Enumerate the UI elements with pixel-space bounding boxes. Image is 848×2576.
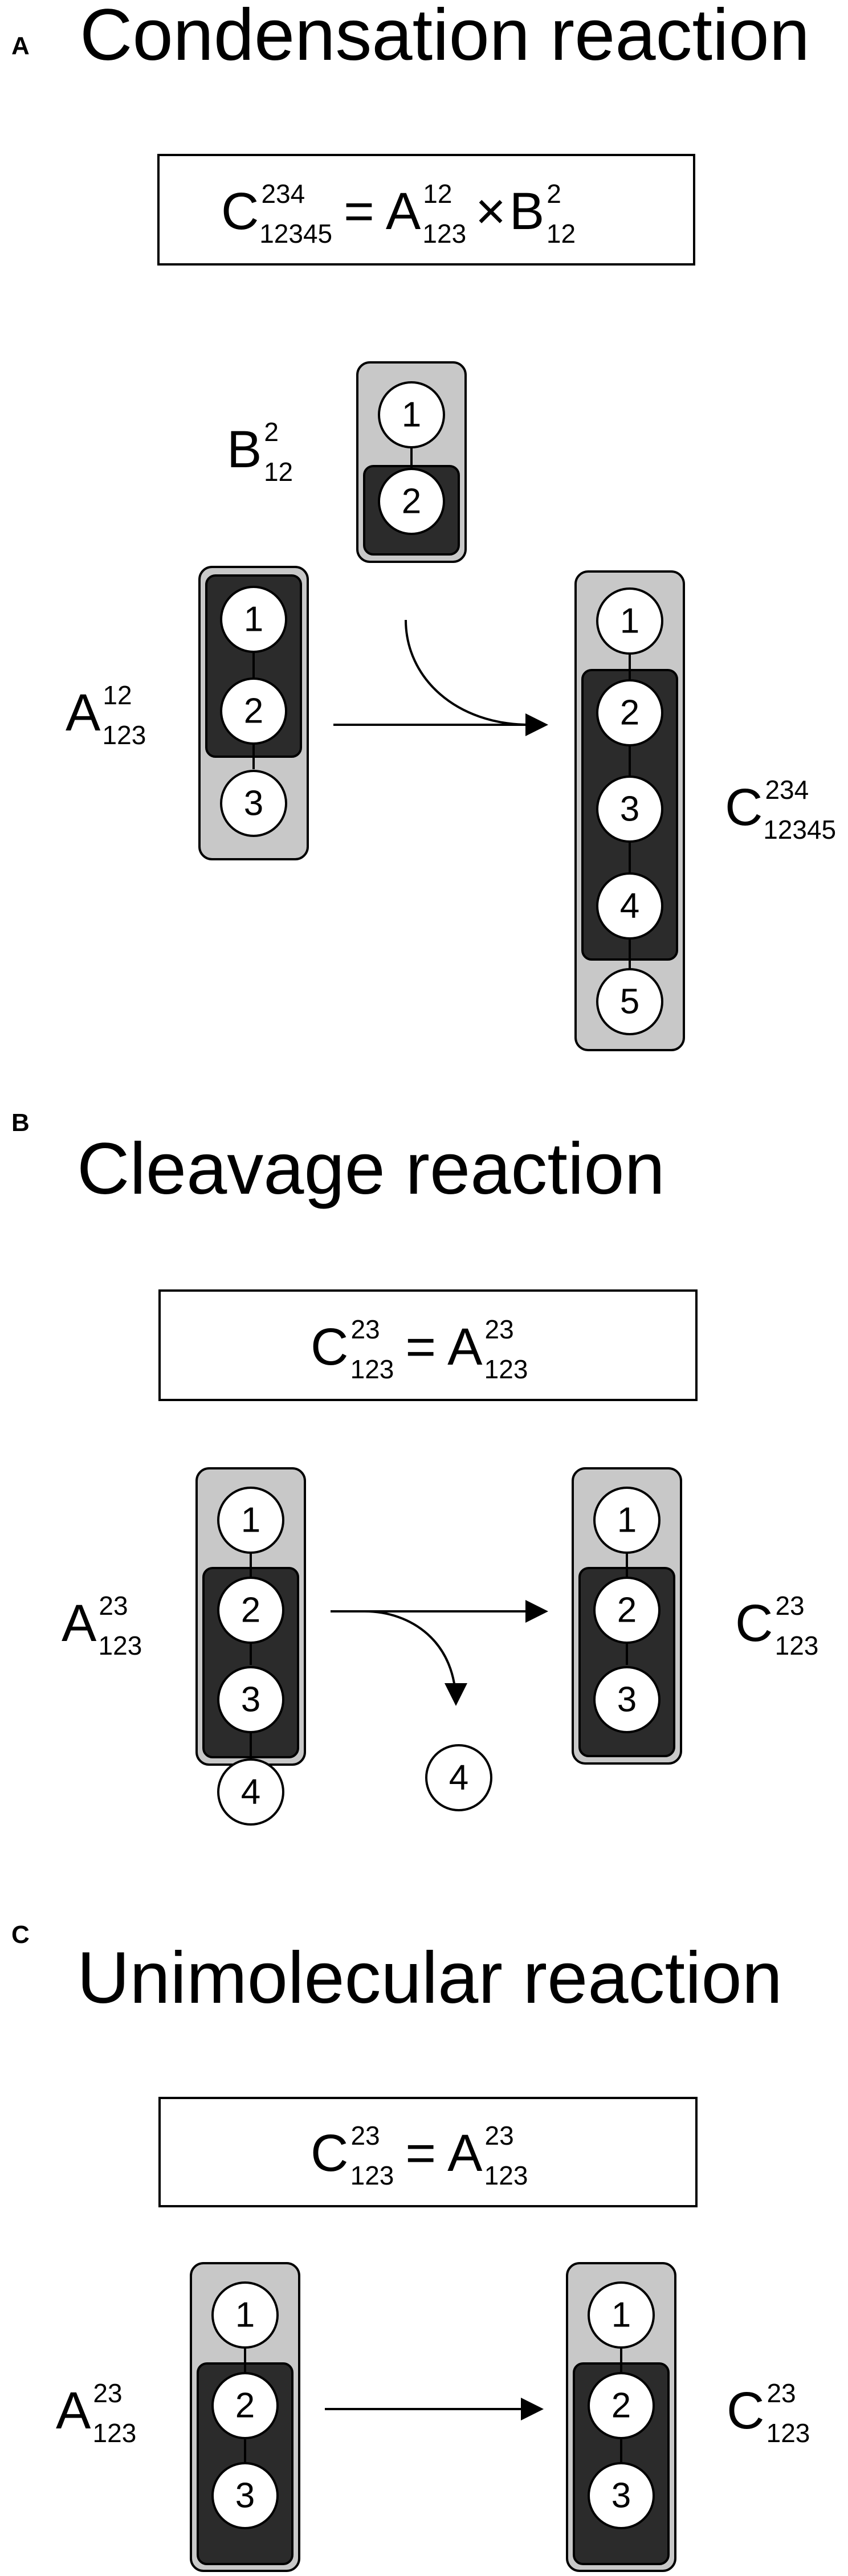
monomer-label: 3 [235, 2476, 255, 2516]
panel-letter-b: B [11, 1109, 30, 1137]
monomer-node [220, 586, 287, 653]
monomer-node [596, 679, 663, 746]
monomer-label: 2 [235, 2386, 255, 2426]
monomer-label: 1 [402, 395, 421, 435]
released-monomer-node [425, 1744, 492, 1811]
panel-letter-c: C [11, 1921, 30, 1949]
monomer-label: 3 [244, 784, 263, 823]
monomer-label: 1 [235, 2296, 255, 2335]
monomer-label: 4 [620, 887, 639, 926]
panel-title-a: Condensation reaction [80, 0, 810, 76]
molecule-a-c: 1 2 3 [190, 2262, 300, 2572]
monomer-label: 2 [611, 2386, 631, 2426]
monomer-node [211, 2372, 279, 2439]
monomer-node [220, 770, 287, 837]
monomer-node [217, 1577, 284, 1644]
release-arrow [364, 1610, 467, 1706]
monomer-node [593, 1577, 661, 1644]
monomer-node [211, 2462, 279, 2529]
monomer-label: 1 [620, 602, 639, 641]
monomer-label: 2 [244, 692, 263, 731]
monomer-label: 2 [402, 482, 421, 521]
monomer-label: 2 [617, 1591, 637, 1630]
molecule-a-a: 1 2 3 [198, 566, 309, 860]
joining-arrow [405, 619, 531, 726]
monomer-node [211, 2281, 279, 2349]
monomer-node [596, 968, 663, 1035]
monomer-label: 3 [241, 1680, 260, 1720]
monomer-label: 2 [241, 1591, 260, 1630]
monomer-label: 2 [620, 693, 639, 733]
molecule-a-b: 1 2 3 4 [195, 1467, 306, 1826]
monomer-node [220, 677, 287, 745]
panel-title-b: Cleavage reaction [77, 1128, 665, 1210]
molecule-c-c: 1 2 3 [566, 2262, 676, 2572]
monomer-node [217, 1758, 284, 1826]
monomer-node [593, 1487, 661, 1554]
monomer-label: 3 [617, 1680, 637, 1720]
monomer-label: 1 [241, 1501, 260, 1540]
monomer-label: 3 [620, 790, 639, 829]
equation-box-a [157, 154, 695, 266]
monomer-node [596, 872, 663, 940]
monomer-node [593, 1666, 661, 1733]
equation-box-c [158, 2097, 698, 2207]
monomer-label: 1 [617, 1501, 637, 1540]
monomer-node [378, 381, 445, 448]
monomer-node [378, 468, 445, 535]
molecule-c-b: 1 2 3 [572, 1467, 682, 1765]
panel-letter-a: A [11, 32, 30, 60]
released-monomer-label: 4 [449, 1758, 468, 1798]
monomer-node [596, 587, 663, 655]
monomer-label: 4 [241, 1773, 260, 1812]
monomer-label: 1 [244, 600, 263, 639]
monomer-label: 3 [611, 2476, 631, 2516]
monomer-node [217, 1666, 284, 1733]
equation-box-b [158, 1289, 698, 1401]
monomer-node [588, 2372, 655, 2439]
monomer-node [588, 2281, 655, 2349]
monomer-label: 5 [620, 982, 639, 1022]
monomer-label: 1 [611, 2296, 631, 2335]
monomer-node [596, 775, 663, 843]
molecule-c-a: 1 2 3 4 5 [574, 570, 685, 1051]
monomer-node [588, 2462, 655, 2529]
molecule-b-a: 1 2 [356, 361, 467, 563]
monomer-node [217, 1487, 284, 1554]
panel-title-c: Unimolecular reaction [77, 1937, 782, 2019]
